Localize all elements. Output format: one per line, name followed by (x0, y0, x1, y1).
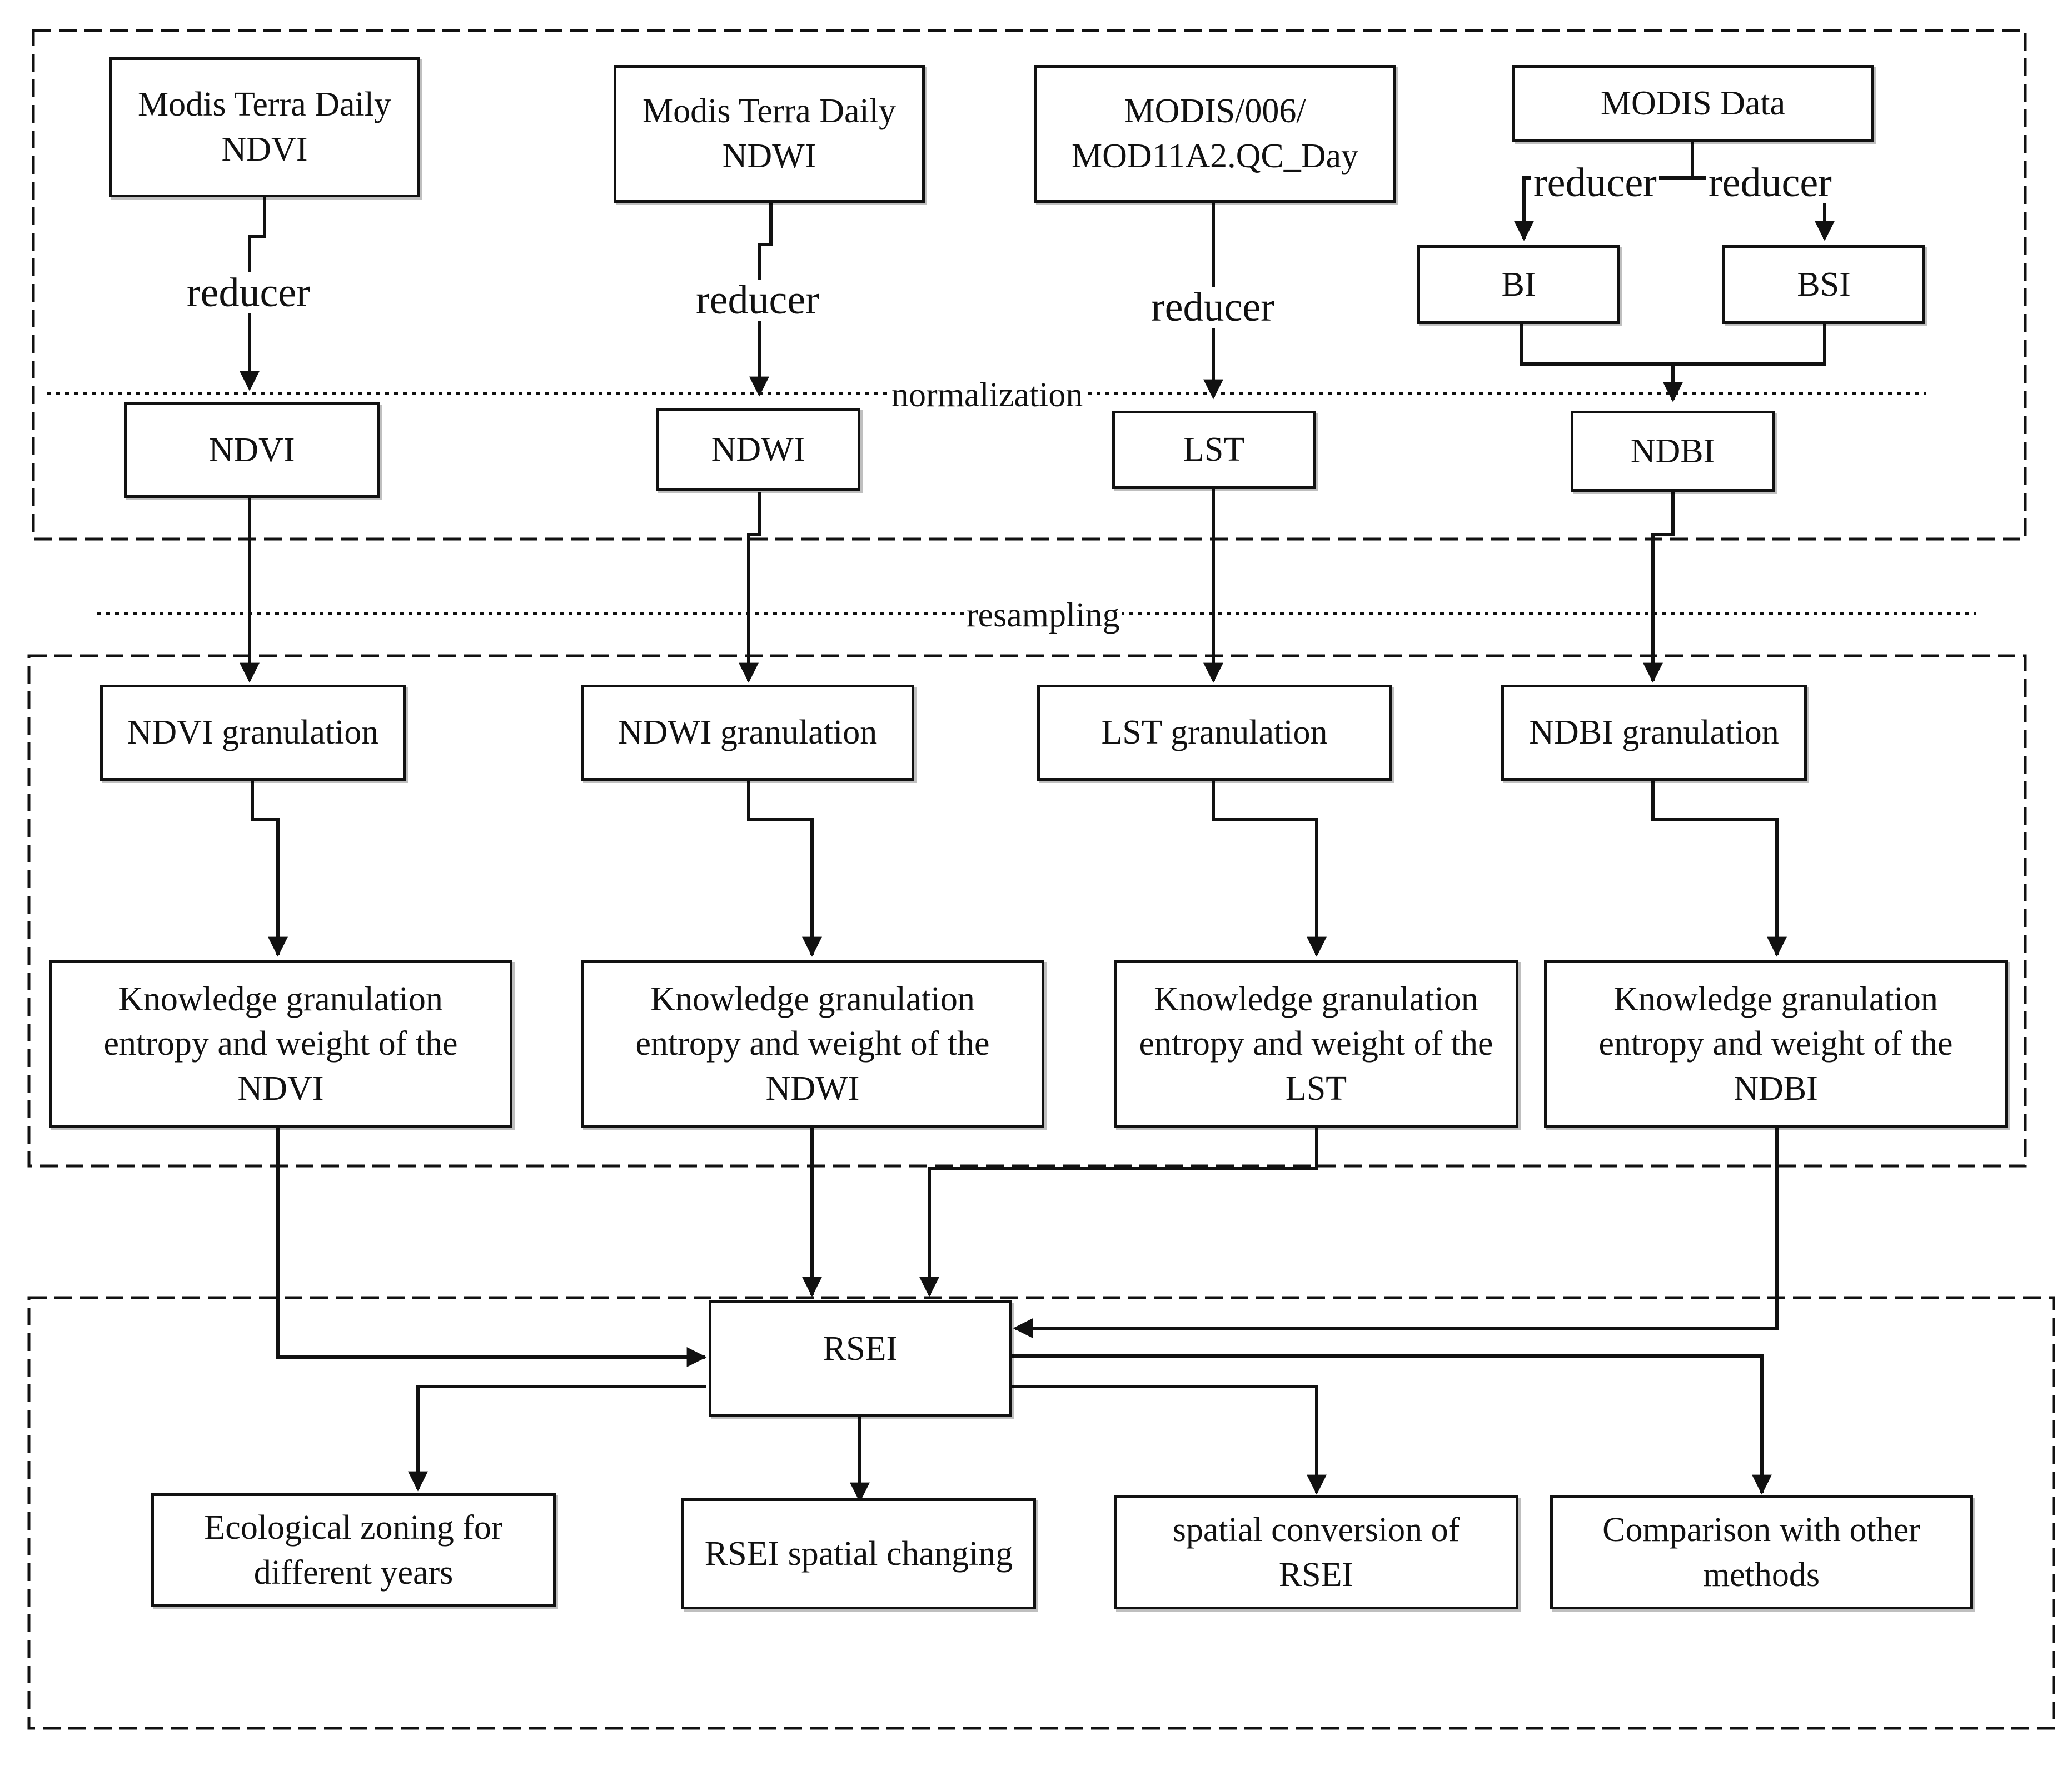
arrow-rsei-to-zoning (408, 1385, 706, 1492)
arrow-ndbi-knowledge-to-rsei (1013, 1128, 1779, 1338)
arrow-lst-granulation-to-knowledge (1212, 781, 1327, 957)
arrow-ndbi-to-granulation (1643, 492, 1675, 683)
lst-knowledge-box: Knowledge granulation entropy and weight… (1114, 960, 1518, 1128)
rsei-spatial-changing-box: RSEI spatial changing (681, 1498, 1036, 1609)
modis-data-box: MODIS Data (1512, 65, 1874, 142)
resampling-label: resampling (964, 598, 1122, 632)
ndbi-granulation-box: NDBI granulation (1501, 685, 1807, 781)
lst-granulation-box: LST granulation (1037, 685, 1392, 781)
ndvi-box: NDVI (124, 402, 380, 498)
arrow-ndvi-granulation-to-knowledge (251, 781, 288, 957)
bsi-box: BSI (1722, 245, 1925, 324)
arrow-lst-knowledge-to-rsei (919, 1128, 1318, 1297)
ndvi-knowledge-box: Knowledge granulation entropy and weight… (49, 960, 512, 1128)
arrow-ndwi-granulation-to-knowledge (747, 781, 822, 957)
arrow-rsei-to-spatial-conversion (1012, 1385, 1327, 1495)
arrow-ndvi-knowledge-to-rsei (276, 1128, 707, 1367)
analysis-region (27, 1296, 2055, 1730)
ecological-zoning-box: Ecological zoning for different years (151, 1493, 556, 1607)
comparison-box: Comparison with other methods (1550, 1495, 1973, 1609)
arrow-rsei-to-comparison (1012, 1354, 1772, 1495)
ndvi-granulation-box: NDVI granulation (100, 685, 406, 781)
ndbi-knowledge-box: Knowledge granulation entropy and weight… (1544, 960, 2008, 1128)
reducer-label-lst: reducer (1149, 287, 1277, 328)
arrow-ndwi-to-granulation (739, 492, 761, 683)
reducer-label-ndvi: reducer (185, 272, 312, 313)
ndwi-source-box: Modis Terra Daily NDWI (614, 65, 925, 203)
ndwi-knowledge-box: Knowledge granulation entropy and weight… (581, 960, 1044, 1128)
reducer-label-bsi: reducer (1706, 162, 1834, 203)
lst-source-box: MODIS/006/ MOD11A2.QC_Day (1034, 65, 1396, 203)
ndvi-source-box: Modis Terra Daily NDVI (109, 57, 420, 197)
bi-box: BI (1417, 245, 1620, 324)
normalization-label: normalization (889, 378, 1085, 412)
lst-box: LST (1112, 411, 1316, 489)
granulation-region (27, 654, 2027, 1168)
ndwi-box: NDWI (656, 408, 860, 491)
ndwi-granulation-box: NDWI granulation (581, 685, 914, 781)
reducer-label-bi: reducer (1531, 162, 1659, 203)
spatial-conversion-box: spatial conversion of RSEI (1114, 1495, 1518, 1609)
reducer-label-ndwi: reducer (694, 280, 821, 321)
rsei-box: RSEI (709, 1300, 1012, 1417)
arrow-ndbi-granulation-to-knowledge (1651, 781, 1787, 957)
ndbi-box: NDBI (1571, 411, 1775, 492)
data-acquisition-region (32, 29, 2027, 541)
